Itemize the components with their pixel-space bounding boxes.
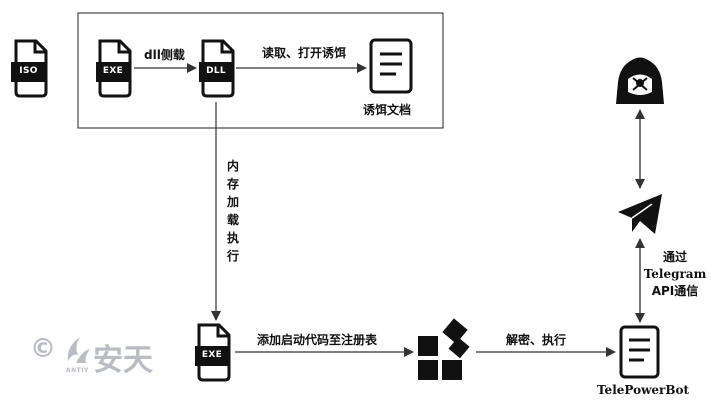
telepowerbot-document-icon xyxy=(619,325,660,379)
brand-logo xyxy=(62,333,92,371)
dll-file-icon xyxy=(199,39,235,98)
exe-file-icon xyxy=(96,39,132,98)
brand-logo-icon xyxy=(67,337,90,363)
dll-tag: DLL xyxy=(206,66,226,76)
label-decoy-doc: 诱饵文档 xyxy=(363,103,412,117)
telegram-icon xyxy=(618,194,662,234)
label-read-open-decoy: 读取、打开诱饵 xyxy=(262,46,347,60)
copyright-symbol: © xyxy=(30,334,56,364)
label-decrypt-exec: 解密、执行 xyxy=(506,333,567,347)
blocks-icon xyxy=(418,318,470,380)
initial-stage-box xyxy=(77,12,444,129)
iso-tag: ISO xyxy=(19,66,38,76)
label-memory-load: 内存加载执行 xyxy=(226,159,239,263)
exe-tag: EXE xyxy=(102,66,124,76)
document-icon xyxy=(369,38,413,94)
iso-file-icon xyxy=(11,39,48,98)
label-telepowerbot: TelePowerBot xyxy=(597,383,690,397)
via-telegram-line-1: 通过 xyxy=(662,250,687,264)
brand-name: 安天 xyxy=(93,343,153,378)
brand-sub: ANTIY xyxy=(66,367,89,374)
label-add-startup: 添加启动代码至注册表 xyxy=(257,333,378,347)
hacker-icon xyxy=(616,57,664,104)
exe-file-icon-bottom xyxy=(195,323,231,382)
exe-bottom-tag: EXE xyxy=(201,350,223,360)
via-telegram-line-2: Telegram xyxy=(643,267,707,281)
label-via-telegram: 通过 Telegram API通信 xyxy=(642,249,708,300)
via-telegram-line-3: API通信 xyxy=(651,284,699,298)
label-dll-sideload: dll侧载 xyxy=(144,48,185,62)
